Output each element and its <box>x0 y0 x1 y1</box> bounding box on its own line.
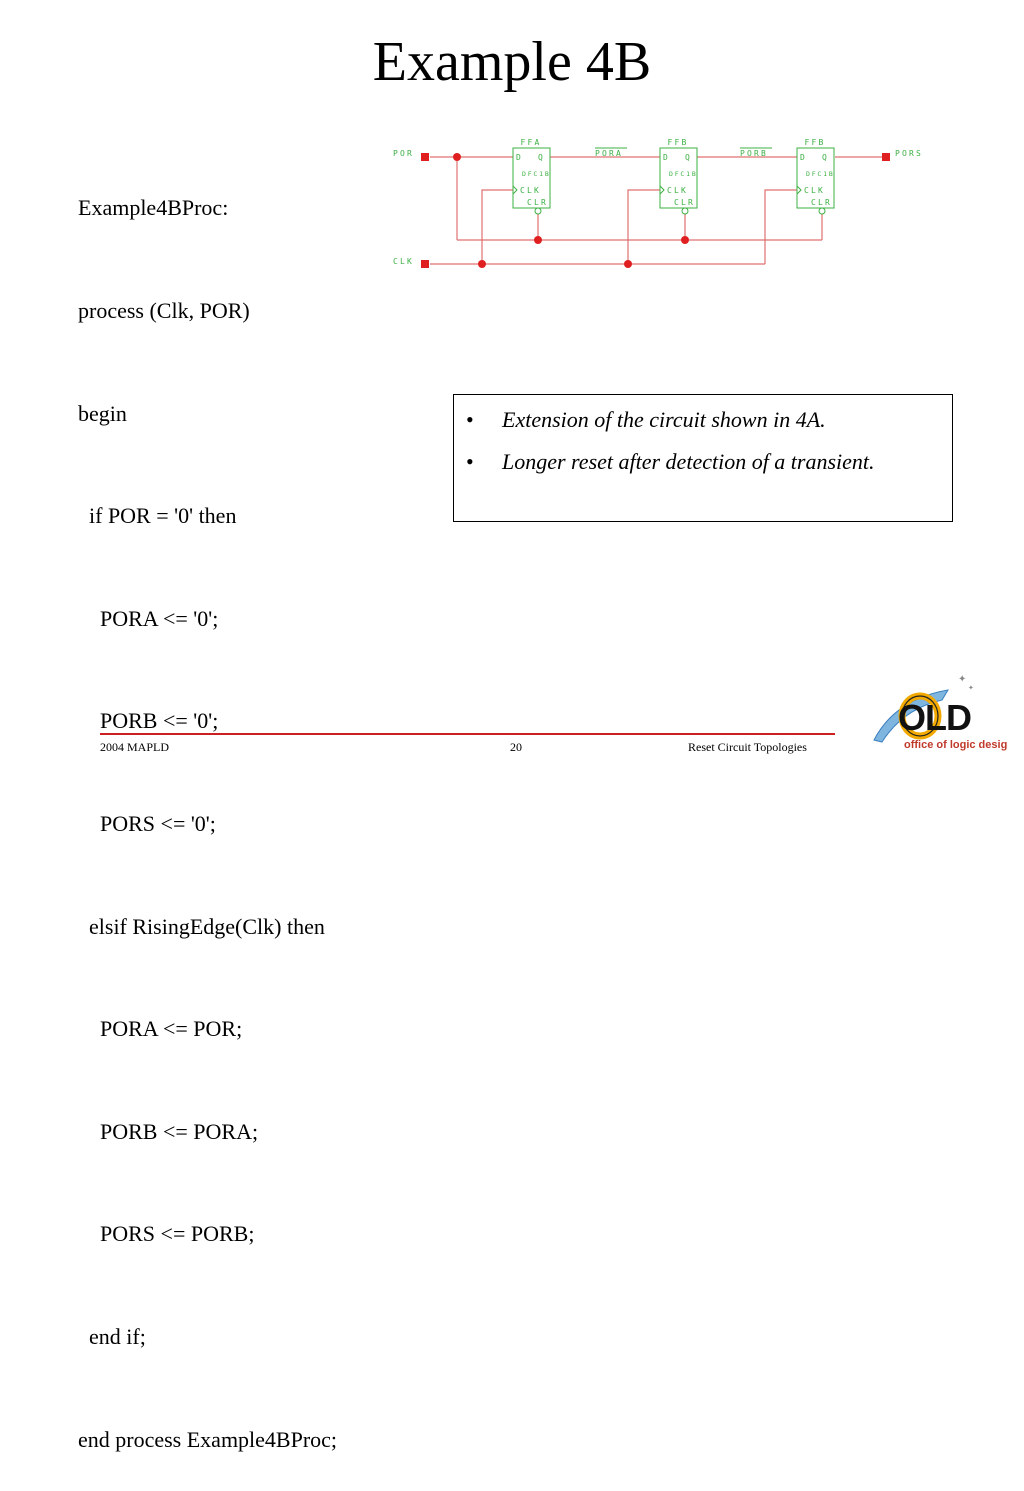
code-line: begin <box>78 400 127 426</box>
code-line: if POR = '0' then <box>78 503 237 529</box>
flipflop-ffa: FFA D Q DFC1B CLK CLR <box>512 138 551 215</box>
code-line: PORS <= '0'; <box>78 810 216 836</box>
net-label-porb: PORB <box>740 149 768 158</box>
port-pors <box>882 153 890 161</box>
instance-label: FFB <box>804 138 825 147</box>
code-line: process (Clk, POR) <box>78 298 250 323</box>
pin-q: Q <box>538 153 545 162</box>
slide-title: Example 4B <box>372 31 652 93</box>
flipflop-ffb: FFB D Q DFC1B CLK CLR <box>659 138 698 215</box>
bullet-marker: • <box>466 449 474 474</box>
logo-text: OLD <box>898 697 971 738</box>
footer-rule <box>100 733 835 735</box>
pin-clr: CLR <box>811 198 832 207</box>
note-text: Extension of the circuit shown in 4A. <box>502 407 826 432</box>
code-line: end if; <box>78 1323 146 1349</box>
junction-dot <box>478 260 486 268</box>
code-line: PORS <= PORB; <box>78 1221 255 1247</box>
pin-clk: CLK <box>520 186 541 195</box>
flipflop-ffc: FFB D Q DFC1B CLK CLR <box>796 138 835 215</box>
net-label-clk: CLK <box>393 257 414 266</box>
notes-box: • Extension of the circuit shown in 4A. … <box>453 394 953 522</box>
logo-o-outline <box>901 695 939 737</box>
footer-left: 2004 MAPLD <box>100 740 170 754</box>
cell-label: DFC1B <box>669 170 698 178</box>
footer-page-number: 20 <box>510 740 522 754</box>
bullet-marker: • <box>466 407 474 432</box>
pin-d: D <box>663 153 670 162</box>
code-line: PORB <= '0'; <box>78 708 219 734</box>
pin-q: Q <box>685 153 692 162</box>
junction-dot <box>681 236 689 244</box>
sparkle-icon: ✦ <box>968 684 974 692</box>
pin-d: D <box>800 153 807 162</box>
instance-label: FFA <box>520 138 541 147</box>
cell-label: DFC1B <box>806 170 835 178</box>
wire-clk-a <box>481 189 513 264</box>
port-clk <box>421 260 429 268</box>
cell-label: DFC1B <box>522 170 551 178</box>
clock-triangle <box>796 185 802 195</box>
junction-dot <box>534 236 542 244</box>
pin-q: Q <box>822 153 829 162</box>
note-text: Longer reset after detection of a transi… <box>502 449 875 474</box>
clock-triangle <box>659 185 665 195</box>
clock-triangle <box>512 185 518 195</box>
code-line: Example4BProc: <box>78 195 229 221</box>
pin-clr: CLR <box>527 198 548 207</box>
pin-clr: CLR <box>674 198 695 207</box>
pin-clk: CLK <box>667 186 688 195</box>
sparkle-icon: ✦ <box>958 674 966 685</box>
pin-clk: CLK <box>804 186 825 195</box>
footer-right: Reset Circuit Topologies <box>688 740 807 754</box>
code-line: elsif RisingEdge(Clk) then <box>78 913 325 939</box>
clr-bubble <box>681 207 689 215</box>
clr-bubble <box>818 207 826 215</box>
net-label-pora: PORA <box>595 149 623 158</box>
code-line: PORA <= POR; <box>78 1016 243 1042</box>
instance-label: FFB <box>667 138 688 147</box>
wire-clk-b <box>627 189 660 264</box>
code-line: PORB <= PORA; <box>78 1118 259 1144</box>
logo-tagline: office of logic design <box>904 739 1008 751</box>
old-logo: ✦ ✦ OLD office of logic design <box>873 674 1008 751</box>
clr-bubble <box>534 207 542 215</box>
junction-dot <box>624 260 632 268</box>
pin-d: D <box>516 153 523 162</box>
wire-clk-c <box>764 189 797 264</box>
net-label-por: POR <box>393 149 414 158</box>
code-line: end process Example4BProc; <box>78 1426 338 1452</box>
port-por <box>421 153 429 161</box>
reset-circuit-schematic: FFA D Q DFC1B CLK CLR FFB D Q DFC1B CLK … <box>393 138 923 268</box>
net-label-pors: PORS <box>895 149 923 158</box>
vhdl-code-block: Example4BProc: process (Clk, POR) begin … <box>78 123 337 1491</box>
junction-dot <box>453 153 461 161</box>
code-line: PORA <= '0'; <box>78 605 219 631</box>
